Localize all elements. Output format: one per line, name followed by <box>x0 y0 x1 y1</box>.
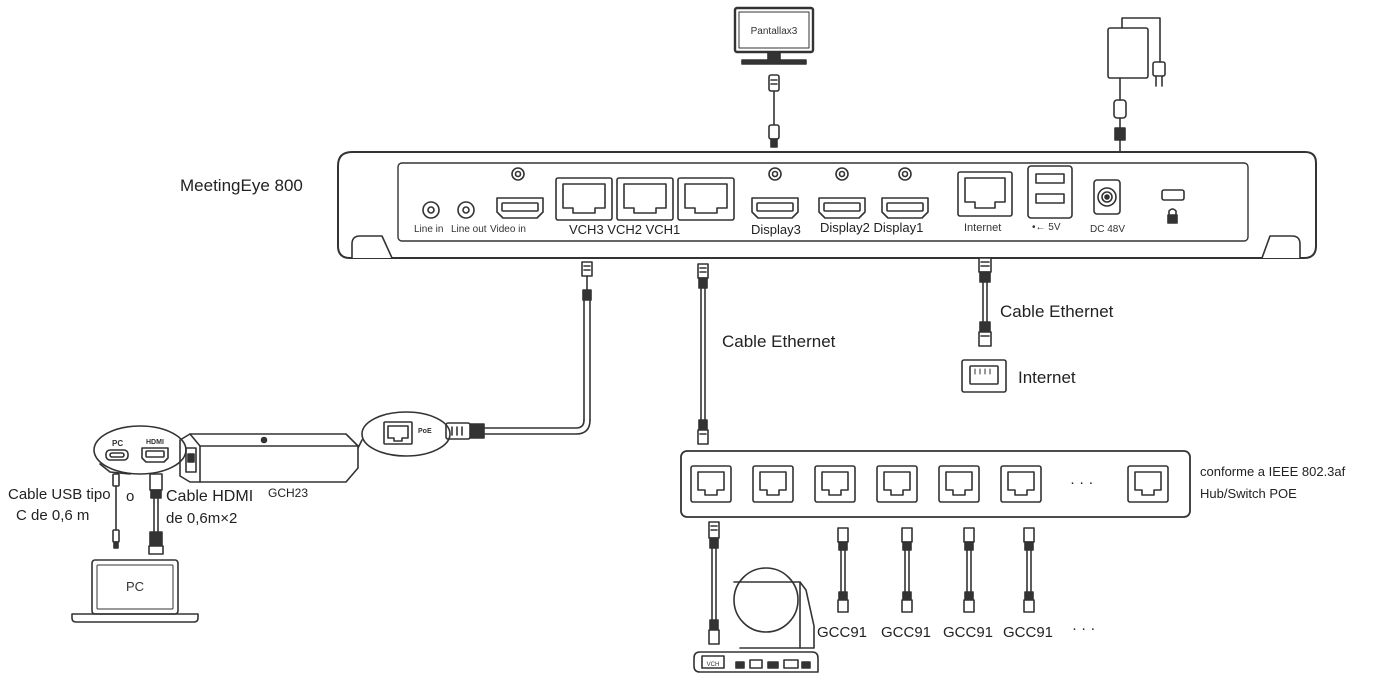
gch-poe-port-label: PoE <box>418 428 432 435</box>
port-label-internet: Internet <box>964 222 1002 234</box>
hdmi-cable-label-line2: de 0,6m×2 <box>166 510 238 527</box>
port-label-display3: Display3 <box>751 222 801 237</box>
gch23-label: GCH23 <box>268 486 309 500</box>
gch23-port-callout <box>93 425 187 475</box>
device-name-label: MeetingEye 800 <box>180 176 303 195</box>
gcc-cable-1 <box>837 527 849 613</box>
internet-label: Internet <box>1018 368 1076 387</box>
switch-port-3 <box>814 465 856 503</box>
internet-jack-icon <box>961 359 1007 393</box>
port-video-in <box>496 167 544 219</box>
camera-vch <box>693 567 819 673</box>
laptop-label: PC <box>126 579 144 594</box>
cable-ethernet-label-right: Cable Ethernet <box>1000 302 1114 321</box>
monitor-cable <box>768 74 780 148</box>
ethernet-cable-switch <box>697 263 709 445</box>
port-line-out <box>457 201 475 219</box>
switch-port-5 <box>938 465 980 503</box>
port-display2 <box>818 167 866 219</box>
cable-ethernet-label-left: Cable Ethernet <box>722 332 836 351</box>
monitor-label: Pantallax3 <box>751 26 798 37</box>
port-internet <box>957 171 1013 217</box>
ethernet-cable-internet <box>978 257 992 347</box>
switch-port-7 <box>1127 465 1169 503</box>
port-dc-48v <box>1093 179 1121 215</box>
gch-hdmi-port-label: HDMI <box>146 439 164 446</box>
port-vch2 <box>616 177 674 221</box>
laptop-icon <box>71 559 199 623</box>
switch-port-4 <box>876 465 918 503</box>
gcc91-label-4: GCC91 <box>1003 624 1054 641</box>
usb-cable-label-line2: C de 0,6 m <box>16 507 90 524</box>
port-label-vch: VCH3 VCH2 VCH1 <box>569 222 681 237</box>
port-vch3 <box>555 177 613 221</box>
gcc-cable-3 <box>963 527 975 613</box>
port-label-video-in: Video in <box>490 224 526 235</box>
meetingeye-800-device <box>337 151 1317 259</box>
port-usb <box>1027 165 1073 219</box>
ethernet-cable-gch <box>445 261 593 440</box>
camera-vch-tag: VCH <box>707 662 720 668</box>
port-label-display2-1: Display2 Display1 <box>820 220 924 235</box>
gcc91-label-2: GCC91 <box>881 624 932 641</box>
switch-port-6 <box>1000 465 1042 503</box>
hdmi-cable <box>148 473 164 555</box>
camera-ellipsis: · · · <box>1072 620 1096 637</box>
usb-c-cable <box>112 473 120 549</box>
port-vch1 <box>677 177 735 221</box>
gcc-cable-2 <box>901 527 913 613</box>
switch-name-label: Hub/Switch POE <box>1200 486 1297 501</box>
kensington-lock <box>1161 189 1185 224</box>
port-label-usb-5v: •← 5V <box>1032 222 1061 233</box>
port-line-in <box>422 201 440 219</box>
gch23-device <box>179 433 359 483</box>
camera-cable-main <box>708 521 720 645</box>
switch-port-1 <box>690 465 732 503</box>
port-label-dc-48v: DC 48V <box>1090 224 1126 235</box>
usb-cable-label-line1: Cable USB tipo <box>8 486 111 503</box>
gcc91-label-3: GCC91 <box>943 624 994 641</box>
poe-switch <box>680 450 1191 518</box>
hdmi-cable-label-line1: Cable HDMI <box>166 488 254 505</box>
switch-ports <box>690 465 1169 503</box>
gcc-cable-4 <box>1023 527 1035 613</box>
port-display1 <box>881 167 929 219</box>
port-label-line-in: Line in <box>414 224 444 235</box>
or-label: o <box>126 488 135 505</box>
gch23-poe-callout <box>357 411 451 457</box>
power-adapter-icon <box>1107 17 1166 153</box>
monitor-icon <box>733 6 815 65</box>
gch-pc-port-label: PC <box>112 439 123 448</box>
switch-port-2 <box>752 465 794 503</box>
port-display3 <box>751 167 799 219</box>
port-label-line-out: Line out <box>451 224 487 235</box>
gcc-cables <box>837 527 1035 613</box>
switch-standard-label: conforme a IEEE 802.3af <box>1200 464 1346 479</box>
gcc91-label-1: GCC91 <box>817 624 868 641</box>
switch-ellipsis: · · · <box>1070 474 1094 491</box>
